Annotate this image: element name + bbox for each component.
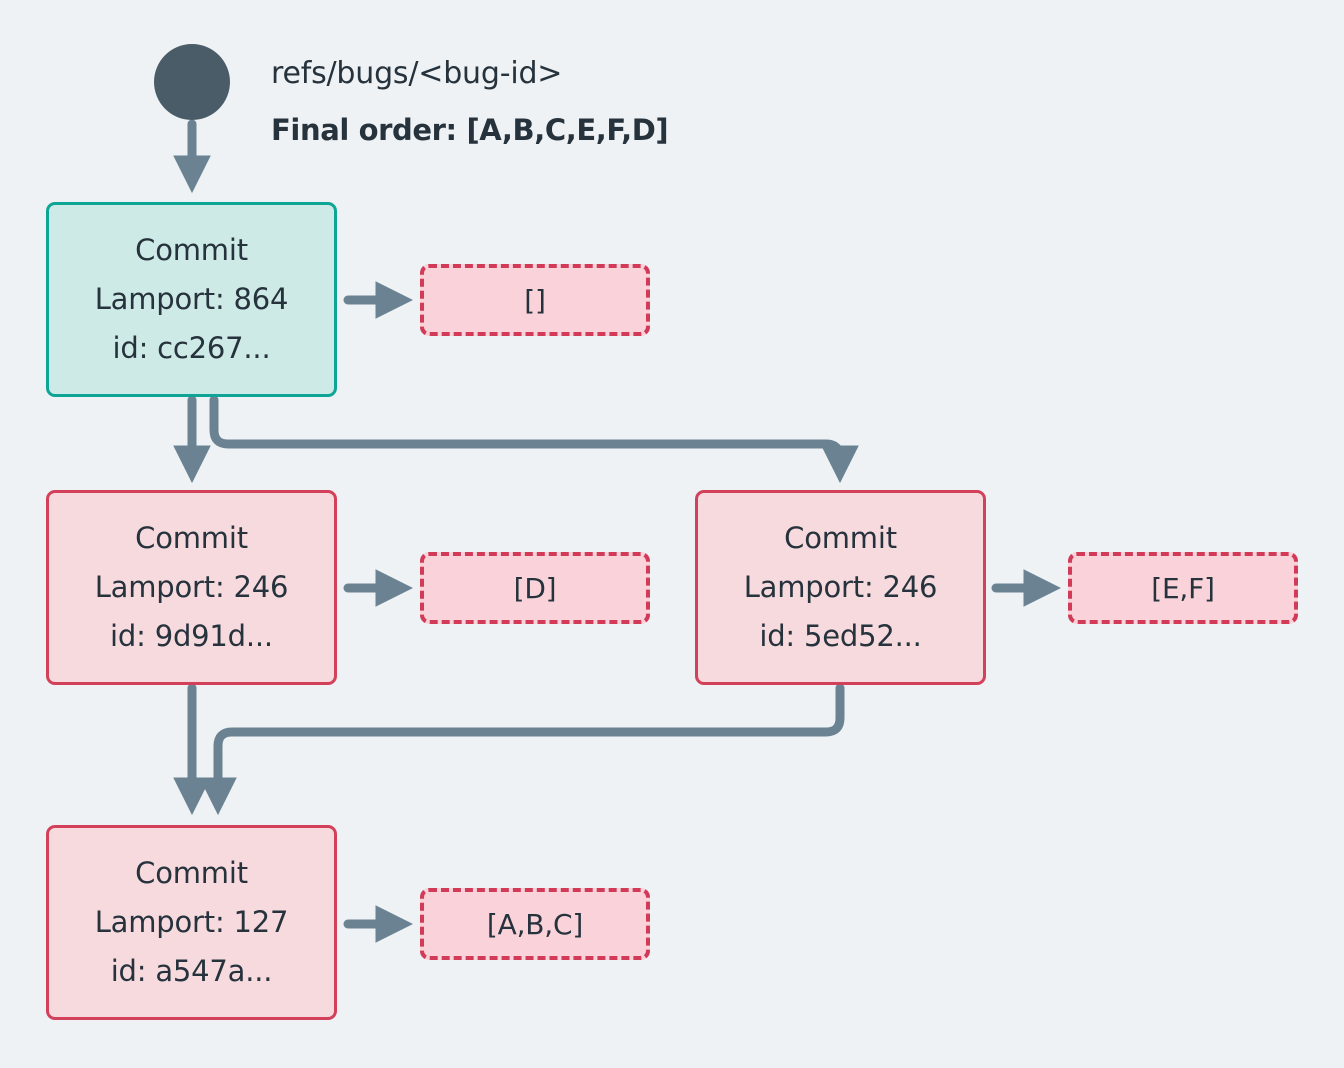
ref-path-label: refs/bugs/<bug-id> [271, 56, 563, 91]
payload-text: [] [524, 283, 546, 317]
commit-id: id: 9d91d... [110, 619, 273, 653]
commit-node-a547a[interactable]: Commit Lamport: 127 id: a547a... [46, 825, 337, 1020]
commit-node-5ed52[interactable]: Commit Lamport: 246 id: 5ed52... [695, 490, 986, 685]
commit-id: id: cc267... [112, 331, 271, 365]
payload-box-cc267: [] [420, 264, 650, 336]
payload-box-9d91d: [D] [420, 552, 650, 624]
commit-title: Commit [135, 521, 248, 555]
edge-864-to-5ed52 [209, 395, 859, 484]
payload-box-a547a: [A,B,C] [420, 888, 650, 960]
commit-title: Commit [135, 856, 248, 890]
payload-text: [D] [513, 571, 557, 605]
commit-lamport: Lamport: 127 [94, 905, 289, 939]
commit-lamport: Lamport: 246 [743, 570, 938, 604]
payload-text: [E,F] [1151, 571, 1215, 605]
root-ref-node [154, 44, 230, 120]
commit-title: Commit [135, 233, 248, 267]
payload-text: [A,B,C] [486, 907, 584, 941]
commit-node-cc267[interactable]: Commit Lamport: 864 id: cc267... [46, 202, 337, 397]
final-order-label: Final order: [A,B,C,E,F,D] [271, 113, 669, 147]
commit-node-9d91d[interactable]: Commit Lamport: 246 id: 9d91d... [46, 490, 337, 685]
commit-lamport: Lamport: 864 [94, 282, 289, 316]
commit-title: Commit [784, 521, 897, 555]
edge-5ed52-to-a547a [199, 683, 845, 816]
commit-id: id: a547a... [110, 954, 273, 988]
commit-lamport: Lamport: 246 [94, 570, 289, 604]
payload-box-5ed52: [E,F] [1068, 552, 1298, 624]
commit-id: id: 5ed52... [759, 619, 922, 653]
